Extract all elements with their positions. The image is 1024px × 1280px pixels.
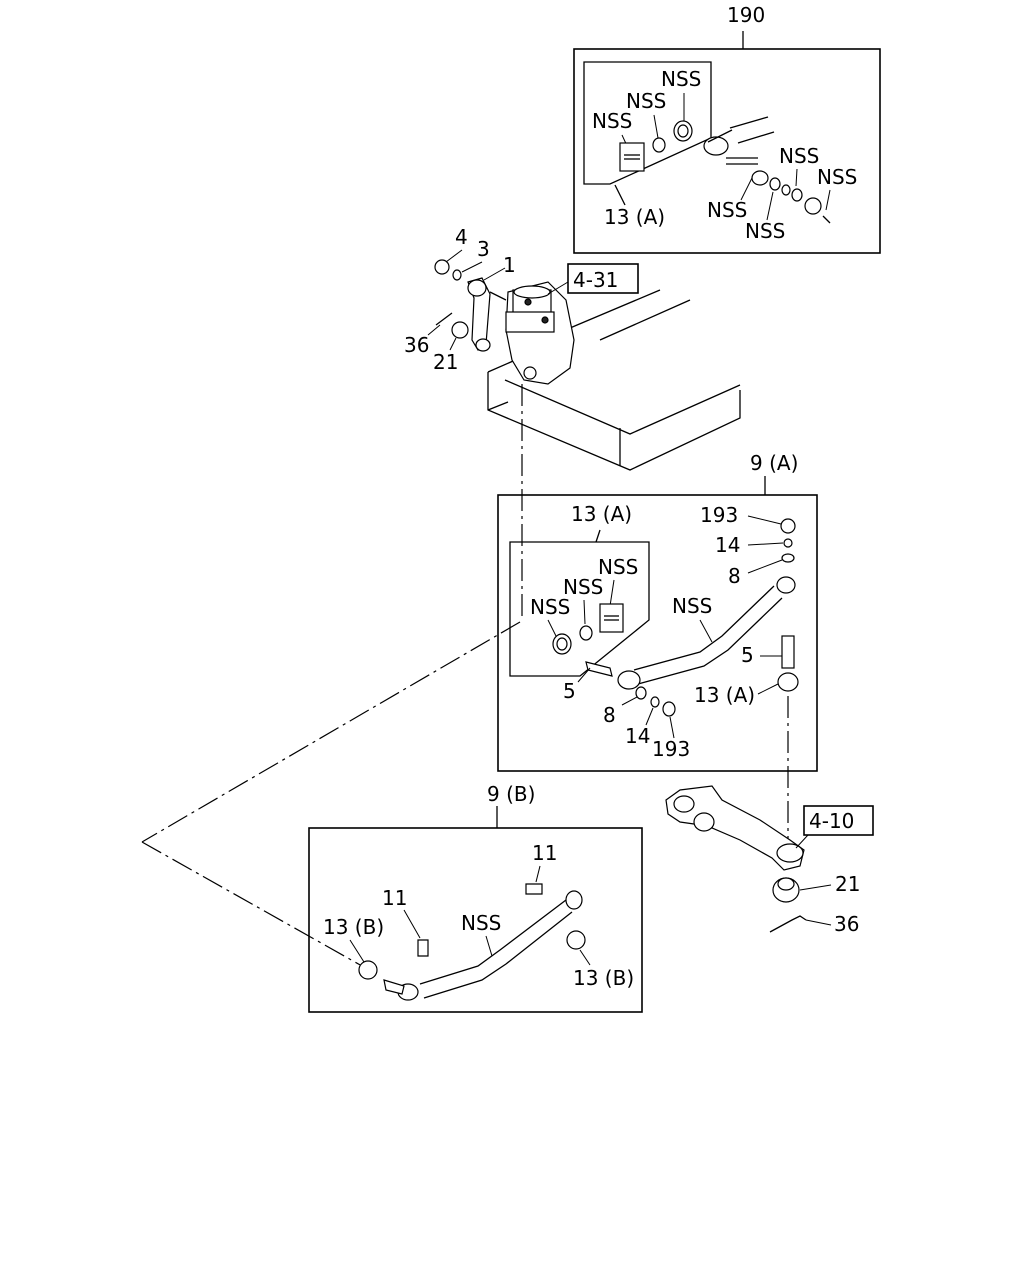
- label-nss-mid-1: NSS: [598, 555, 638, 579]
- tie-rod-9b-box: [308, 827, 643, 1013]
- label-193-top: 193: [700, 503, 738, 527]
- tie-rod-9b-group: 9 (B) 11 11 13 (B) NSS 13 (B): [308, 782, 643, 1013]
- label-nss-top-2: NSS: [626, 89, 666, 113]
- label-nss-top-4: NSS: [779, 144, 819, 168]
- ball-stud-5-left: [585, 661, 613, 677]
- tie-rod-lower: [423, 911, 573, 999]
- label-11-left: 11: [382, 886, 407, 910]
- tie-rod-end-right: [565, 890, 583, 910]
- kit-13a-top-box: [583, 61, 712, 185]
- label-36-top: 36: [404, 333, 429, 357]
- grease-nipple-11-top: [525, 883, 543, 895]
- ref-box-4-31: [567, 263, 639, 294]
- label-nss-top-3: NSS: [592, 109, 632, 133]
- label-21-top: 21: [433, 350, 458, 374]
- tie-rod-end-top: [703, 116, 831, 224]
- seal-13a-right: [777, 672, 799, 692]
- label-1: 1: [503, 253, 516, 277]
- kit-190-group: 190 13 (A) NSS NSS NSS NSS NSS NSS NSS: [573, 3, 881, 254]
- centerline-diag-1: [141, 621, 521, 843]
- label-14-bottom: 14: [625, 724, 650, 748]
- label-13b-right: 13 (B): [573, 966, 634, 990]
- label-nss-top-1: NSS: [661, 67, 701, 91]
- frame-rail: [487, 372, 741, 471]
- nut-21-top: [451, 321, 469, 339]
- ball-socket-right: [776, 576, 796, 594]
- label-nss-top-7: NSS: [745, 219, 785, 243]
- label-13b-left: 13 (B): [323, 915, 384, 939]
- steering-gear-group: 4 3 1 36 21 4-31: [404, 225, 741, 471]
- label-5-left: 5: [563, 679, 576, 703]
- label-nss-mid-rod: NSS: [672, 594, 712, 618]
- ref-box-4-10: [803, 805, 874, 836]
- pin-14-top: [783, 538, 793, 548]
- ref-4-31: 4-31: [573, 268, 618, 292]
- grease-nipple-11-left: [417, 939, 429, 957]
- label-36-right: 36: [834, 912, 859, 936]
- seal-kit-top: [619, 120, 693, 172]
- label-14-top: 14: [715, 533, 740, 557]
- label-9b: 9 (B): [487, 782, 535, 806]
- label-13a-right: 13 (A): [694, 683, 755, 707]
- drag-link-rod-upper: [633, 585, 775, 671]
- cotter-pin-36-top: [435, 312, 453, 326]
- label-8-bottom: 8: [603, 703, 616, 727]
- label-8-top: 8: [728, 564, 741, 588]
- tie-rod-upper: [419, 899, 567, 985]
- label-3: 3: [477, 237, 490, 261]
- centerline-diag-2: [141, 841, 363, 967]
- kit-13a-mid-box: [509, 541, 650, 677]
- drag-link-rod-lower: [637, 597, 783, 685]
- washer-3: [452, 269, 462, 281]
- knuckle-arm-group: 4-10 21 36: [665, 785, 874, 936]
- label-nss-top-6: NSS: [707, 198, 747, 222]
- label-190: 190: [727, 3, 765, 27]
- label-193-bottom: 193: [652, 737, 690, 761]
- label-9a: 9 (A): [750, 451, 798, 475]
- cotter-pin-36-right: [769, 915, 807, 933]
- label-nss-b-rod: NSS: [461, 911, 501, 935]
- drag-link-9a-box: [497, 494, 818, 772]
- kit-13a-top-leader: [614, 184, 626, 206]
- ref-4-10: 4-10: [809, 809, 854, 833]
- knuckle-arm: [665, 785, 805, 871]
- label-nss-top-5: NSS: [817, 165, 857, 189]
- label-21-right: 21: [835, 872, 860, 896]
- label-nss-mid-3: NSS: [530, 595, 570, 619]
- label-4: 4: [455, 225, 468, 249]
- nut-193-top: [780, 518, 796, 534]
- label-11-top: 11: [532, 841, 557, 865]
- seal-13b-right: [566, 930, 586, 950]
- washer-8-top: [781, 553, 795, 563]
- ball-socket-left: [617, 670, 641, 690]
- ball-stud-5-right: [781, 635, 795, 669]
- drag-link-9a-group: 9 (A) 13 (A) NSS NSS NSS: [497, 451, 818, 772]
- seal-13b-left: [358, 960, 378, 980]
- label-5-right: 5: [741, 643, 754, 667]
- label-13a-mid: 13 (A): [571, 502, 632, 526]
- label-nss-mid-2: NSS: [563, 575, 603, 599]
- nut-4: [434, 259, 450, 275]
- label-13a-top: 13 (A): [604, 205, 665, 229]
- kit-190-box: [573, 48, 881, 254]
